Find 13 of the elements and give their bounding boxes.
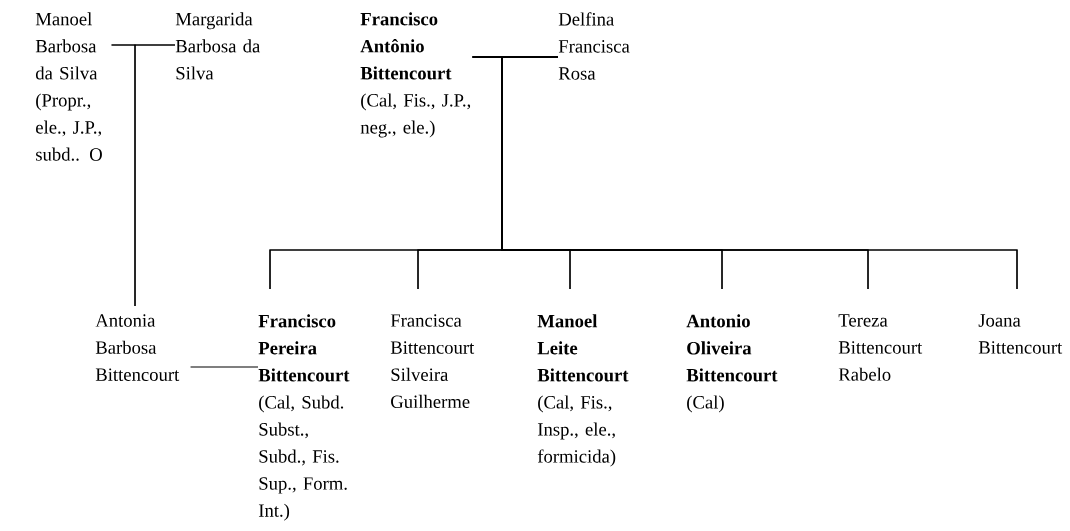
person-name: Manoel Leite Bittencourt (Cal, Fis., Insp., ele., formicida)	[537, 314, 629, 467]
person-name: Antonia Barbosa Bittencourt	[95, 314, 180, 381]
person-name: Tereza Bittencourt Rabelo	[838, 314, 923, 381]
marriage-line	[189, 366, 259, 368]
person-name: Joana Bittencourt	[978, 314, 1063, 354]
person-name: Francisca Bittencourt Silveira Guilherme	[390, 314, 475, 408]
person-name: Delfina Francisca Rosa	[558, 12, 630, 80]
person-name: Margarida Barbosa da Silva	[175, 12, 261, 80]
person-name: Francisco Antônio Bittencourt (Cal, Fis., J.P., neg., ele.)	[360, 12, 471, 138]
descent-line	[134, 44, 176, 307]
person-name: Antonio Oliveira Bittencourt (Cal)	[686, 314, 778, 413]
person-name: Francisco Pereira Bittencourt (Cal, Subd. Subst., Subd., Fis. Sup., Form. Int.)	[258, 314, 350, 521]
person-name: Manoel Barbosa da Silva (Propr., ele., J.P., subd.. O	[35, 12, 102, 161]
